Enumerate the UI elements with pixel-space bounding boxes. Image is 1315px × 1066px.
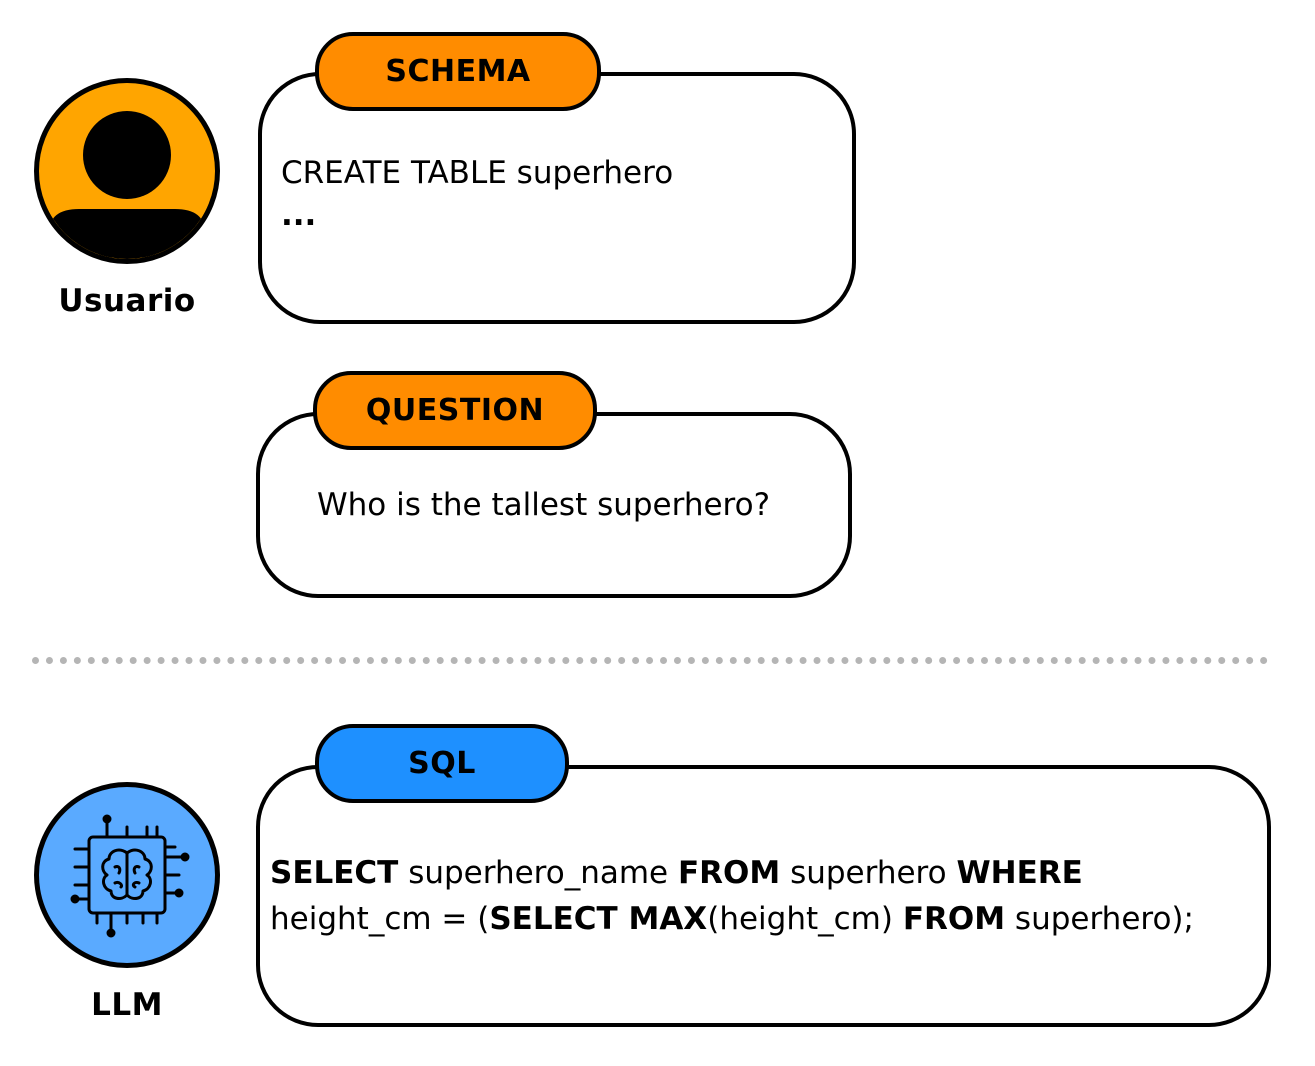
sql-text: superhero_name <box>398 855 678 891</box>
sql-keyword: SELECT <box>270 855 399 891</box>
schema-line-1: CREATE TABLE superhero <box>281 155 674 191</box>
sql-line-1: SELECT superhero_name FROM superhero WHE… <box>270 850 1083 896</box>
sql-keyword: FROM <box>677 855 781 891</box>
dotted-divider <box>32 657 1268 664</box>
llm-label: LLM <box>91 987 163 1023</box>
brain-chip-icon <box>70 814 190 938</box>
sql-keyword: SELECT MAX <box>489 901 708 937</box>
user-icon <box>49 111 205 259</box>
sql-keyword: FROM <box>902 901 1006 937</box>
llm-avatar <box>34 782 220 968</box>
schema-bubble: CREATE TABLE superhero ... <box>258 72 856 324</box>
sql-text: (height_cm) <box>707 901 903 937</box>
schema-tag: SCHEMA <box>315 32 601 111</box>
sql-tag: SQL <box>315 724 569 803</box>
sql-text: superhero); <box>1005 901 1194 937</box>
sql-keyword: WHERE <box>956 855 1083 891</box>
question-text: Who is the tallest superhero? <box>317 487 771 523</box>
user-avatar <box>34 78 220 264</box>
user-label: Usuario <box>58 283 196 319</box>
sql-bubble: SELECT superhero_name FROM superhero WHE… <box>256 765 1271 1027</box>
question-tag: QUESTION <box>313 371 597 450</box>
sql-text: superhero <box>780 855 957 891</box>
sql-line-2: height_cm = (SELECT MAX(height_cm) FROM … <box>270 896 1194 942</box>
schema-ellipsis: ... <box>281 197 317 233</box>
sql-text: height_cm = ( <box>270 901 490 937</box>
